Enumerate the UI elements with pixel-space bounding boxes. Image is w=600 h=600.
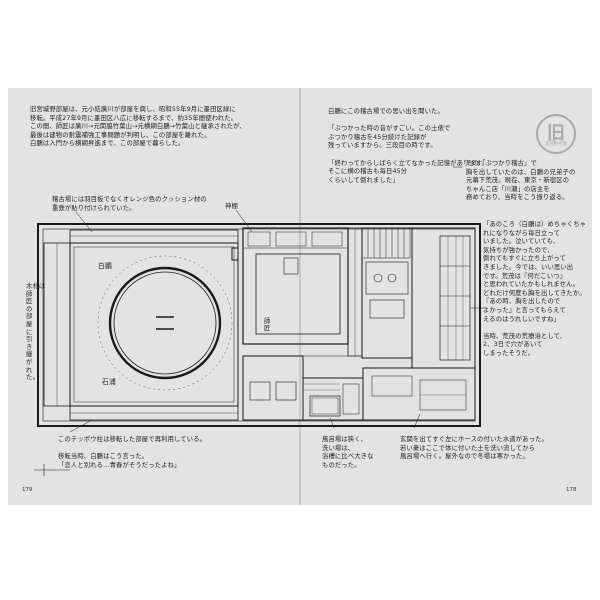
hakuho-quote: 白鵬にこの稽古場での思い出を聞いた。 「ぶつかった時の音がすごい。この土俵で ぶ… xyxy=(328,108,489,184)
aramo-quote: 「あのころ（白鵬は）めちゃくちゃ れになりながら毎日立って いました。泣いていて… xyxy=(483,221,587,357)
label-ishiura: 石浦 xyxy=(102,378,116,386)
annotation-kamidana: 神棚 xyxy=(225,203,238,210)
page-number-left: 179 xyxy=(22,487,33,493)
intro-text: 旧宮城野部屋は、元小結廣川が部屋を興し、昭和55年9月に墨田区緑に 移転。平成2… xyxy=(30,106,247,148)
page-number-right: 178 xyxy=(566,487,577,493)
caption-entrance: 玄関を出てすぐ左にホースの付いた水道があった。 若い衆はここで体に付いた土を洗い… xyxy=(400,436,548,461)
caption-teppo: このテッポウ柱は移転した部屋で再利用している。 移転当時、白鵬はこう言った。 「… xyxy=(58,436,207,469)
annotation-wall-plank: 木札は 師 匠 の 部 屋 に 引 き 継 が れ た。 xyxy=(26,283,46,382)
annotation-cushion: 稽古場には羽目板でなくオレンジ色のクッション材の 重鉄が貼り付けられていた。 xyxy=(52,196,207,212)
label-hakuho: 白鵬 xyxy=(98,262,112,270)
badge-sub-text: 宮城野部屋 xyxy=(545,142,567,147)
page-gutter xyxy=(299,88,301,505)
caption-bath: 風呂場は狭く、 洗い場は、 浴槽に比べ大きな ものだった。 xyxy=(322,436,374,469)
badge-main-text: 旧 xyxy=(547,123,565,144)
stable-badge: 旧 宮城野部屋 xyxy=(536,114,576,154)
label-shisho: 師 匠 xyxy=(264,317,271,332)
aramo-intro: その「ぶつかり稽古」で 胸を出していたのは、白鵬の兄弟子の 元幕下荒茂。現在、東… xyxy=(466,160,576,202)
